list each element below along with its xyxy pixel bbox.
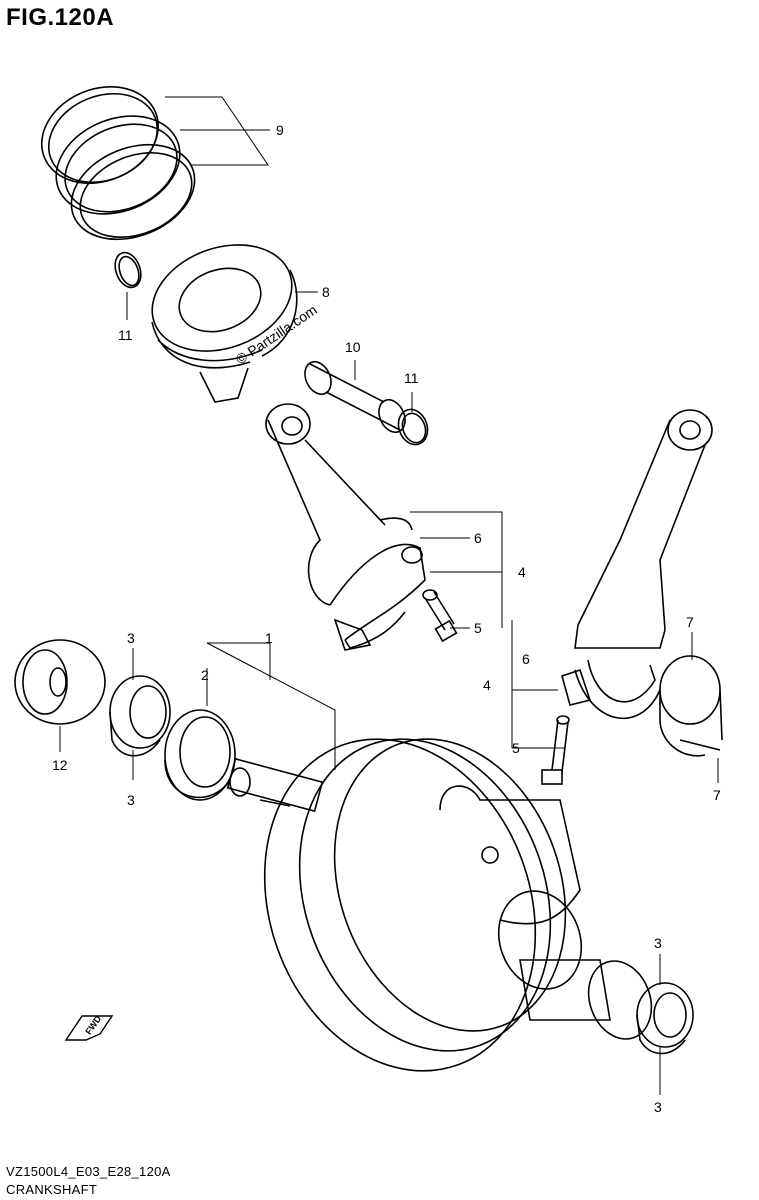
conrod-bolt[interactable] [541,715,570,785]
watermark: © Partzilla.com [233,301,320,367]
figure-title: FIG.120A [6,4,115,31]
callout-7: 7 [686,614,694,630]
crankshaft[interactable] [220,701,662,1109]
callout-3: 3 [127,630,135,646]
figure-code: VZ1500L4_E03_E28_120A [6,1164,171,1179]
callout-3: 3 [127,792,135,808]
crankshaft-journal-bearing[interactable] [109,675,171,757]
crankshaft-gear[interactable] [14,639,106,725]
callout-3: 3 [654,935,662,951]
callout-11: 11 [404,370,419,386]
callout-7: 7 [713,787,721,803]
callout-9: 9 [276,122,284,138]
piston-pin-circlip[interactable] [394,405,433,448]
conrod-bolt[interactable] [422,589,458,643]
callout-4: 4 [483,677,491,693]
callout-4: 4 [518,564,526,580]
forward-direction-icon: FWD [64,1013,114,1041]
callout-6: 6 [474,530,482,546]
callout-10: 10 [345,339,361,355]
piston-pin-circlip[interactable] [111,249,146,291]
piston-rings[interactable] [27,70,209,257]
callout-11: 11 [118,327,133,343]
figure-name: CRANKSHAFT [6,1182,98,1197]
connecting-rod[interactable] [265,403,426,651]
callout-12: 12 [52,757,68,773]
connecting-rod[interactable] [561,409,713,719]
conrod-bearing[interactable] [659,655,723,757]
leader-lines [59,96,719,1095]
thrust-bearing[interactable] [164,709,236,801]
callout-6: 6 [522,651,530,667]
callout-5: 5 [474,620,482,636]
piston[interactable] [137,226,307,403]
callout-3: 3 [654,1099,662,1115]
callout-5: 5 [512,740,520,756]
crankshaft-journal-bearing[interactable] [636,982,694,1055]
piston-pin[interactable] [300,358,410,437]
callout-8: 8 [322,284,330,300]
callout-2: 2 [201,667,209,683]
callout-1: 1 [265,630,273,646]
